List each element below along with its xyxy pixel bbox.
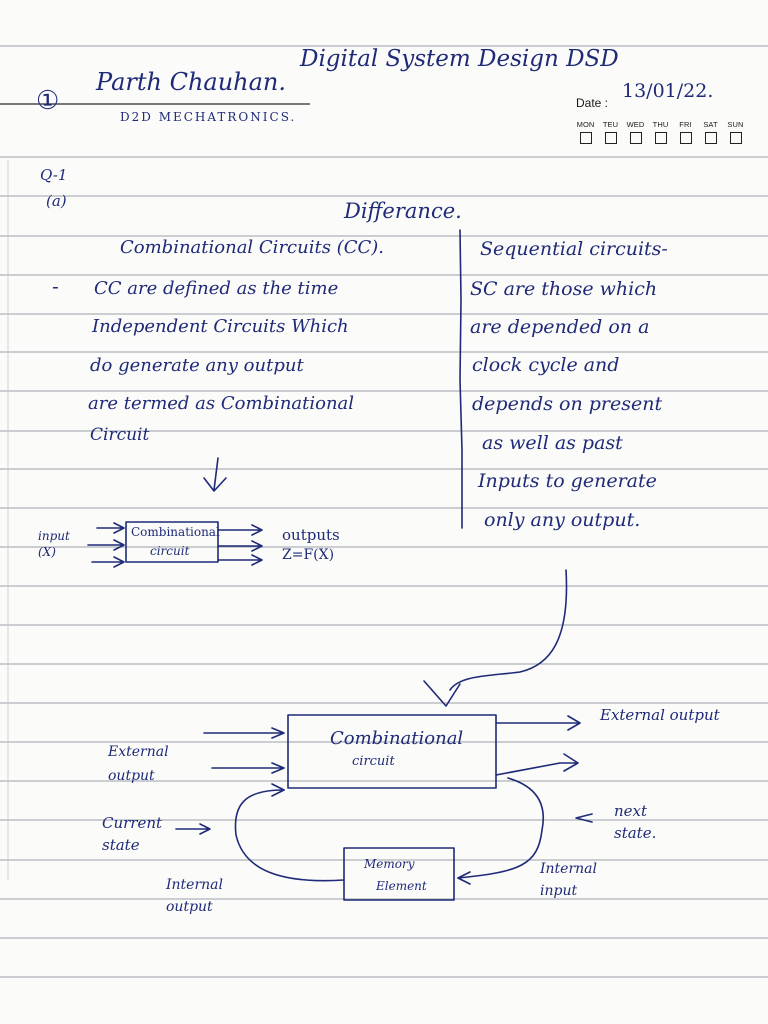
weekday-checkboxes: MON TEU WED THU FRI SAT SUN	[574, 121, 747, 144]
sc-internal-input-label: Internal input	[540, 861, 597, 899]
left-column-line: Independent Circuits Which	[92, 316, 349, 337]
checkbox[interactable]	[654, 131, 667, 144]
date-label: Date :	[576, 96, 609, 110]
sc-combinational-block	[287, 714, 497, 789]
weekday-teu[interactable]: TEU	[599, 121, 622, 144]
weekday-label: SUN	[727, 120, 744, 129]
sc-external-input-label: External output	[108, 744, 169, 784]
checkbox[interactable]	[579, 131, 592, 144]
left-column-line: CC are defined as the time	[94, 278, 339, 299]
right-column-line: clock cycle and	[472, 354, 620, 376]
checkbox[interactable]	[629, 131, 642, 144]
weekday-label: TEU	[602, 120, 619, 129]
sc-current-state-label: Current state	[102, 814, 163, 854]
down-arrow	[203, 457, 227, 492]
student-name: Parth Chauhan.	[96, 68, 287, 96]
weekday-label: MON	[576, 120, 595, 129]
left-column-line: are termed as Combinational	[88, 393, 355, 414]
question-marker: ①	[36, 86, 60, 116]
weekday-label: FRI	[679, 120, 692, 129]
right-column-line: only any output.	[484, 509, 641, 531]
cc-block-label-1: Combinational	[131, 525, 220, 539]
weekday-sun[interactable]: SUN	[724, 121, 747, 144]
memory-label-2: Element	[376, 879, 427, 893]
right-column-line: Inputs to generate	[478, 470, 657, 492]
cc-input-label: input (X)	[38, 529, 70, 559]
checkbox[interactable]	[604, 131, 617, 144]
cc-block-label-2: circuit	[150, 544, 190, 558]
weekday-sat[interactable]: SAT	[699, 121, 722, 144]
memory-element-box	[343, 847, 455, 901]
cc-function-label: Z=F(X)	[282, 547, 335, 563]
right-column-line: as well as past	[482, 432, 623, 454]
question-number: Q-1	[40, 166, 68, 184]
sc-block-label-1: Combinational	[330, 728, 464, 749]
weekday-mon[interactable]: MON	[574, 121, 597, 144]
date-value: 13/01/22.	[622, 80, 714, 102]
weekday-label: WED	[626, 120, 645, 129]
right-column-heading: Sequential circuits-	[480, 238, 668, 260]
sc-external-output-label: External output	[600, 706, 720, 724]
page-title: Differance.	[344, 199, 462, 223]
cc-outputs-label: outputs	[282, 526, 340, 544]
weekday-thu[interactable]: THU	[649, 121, 672, 144]
cc-block	[125, 521, 219, 563]
sc-next-state-label: next state.	[614, 802, 657, 842]
weekday-wed[interactable]: WED	[624, 121, 647, 144]
checkbox[interactable]	[729, 131, 742, 144]
column-divider	[459, 229, 463, 529]
weekday-label: SAT	[703, 120, 718, 129]
left-column-line: Circuit	[90, 425, 150, 445]
connector-curve	[449, 569, 568, 691]
right-column-line: depends on present	[472, 393, 663, 415]
checkbox[interactable]	[704, 131, 717, 144]
sc-internal-output-label: Internal output	[166, 877, 223, 915]
sc-block-label-2: circuit	[352, 754, 395, 769]
memory-label-1: Memory	[364, 857, 415, 871]
bullet-dash: -	[52, 274, 59, 298]
checkbox[interactable]	[679, 131, 692, 144]
course-name: D2D MECHATRONICS.	[120, 110, 297, 124]
right-column-line: SC are those which	[470, 278, 658, 300]
question-part: (a)	[46, 192, 67, 210]
weekday-fri[interactable]: FRI	[674, 121, 697, 144]
right-column-line: are depended on a	[470, 316, 650, 338]
left-column-line: do generate any output	[90, 355, 304, 376]
weekday-label: THU	[652, 120, 669, 129]
subject-title: Digital System Design DSD	[300, 46, 619, 72]
left-column-heading: Combinational Circuits (CC).	[120, 237, 384, 258]
